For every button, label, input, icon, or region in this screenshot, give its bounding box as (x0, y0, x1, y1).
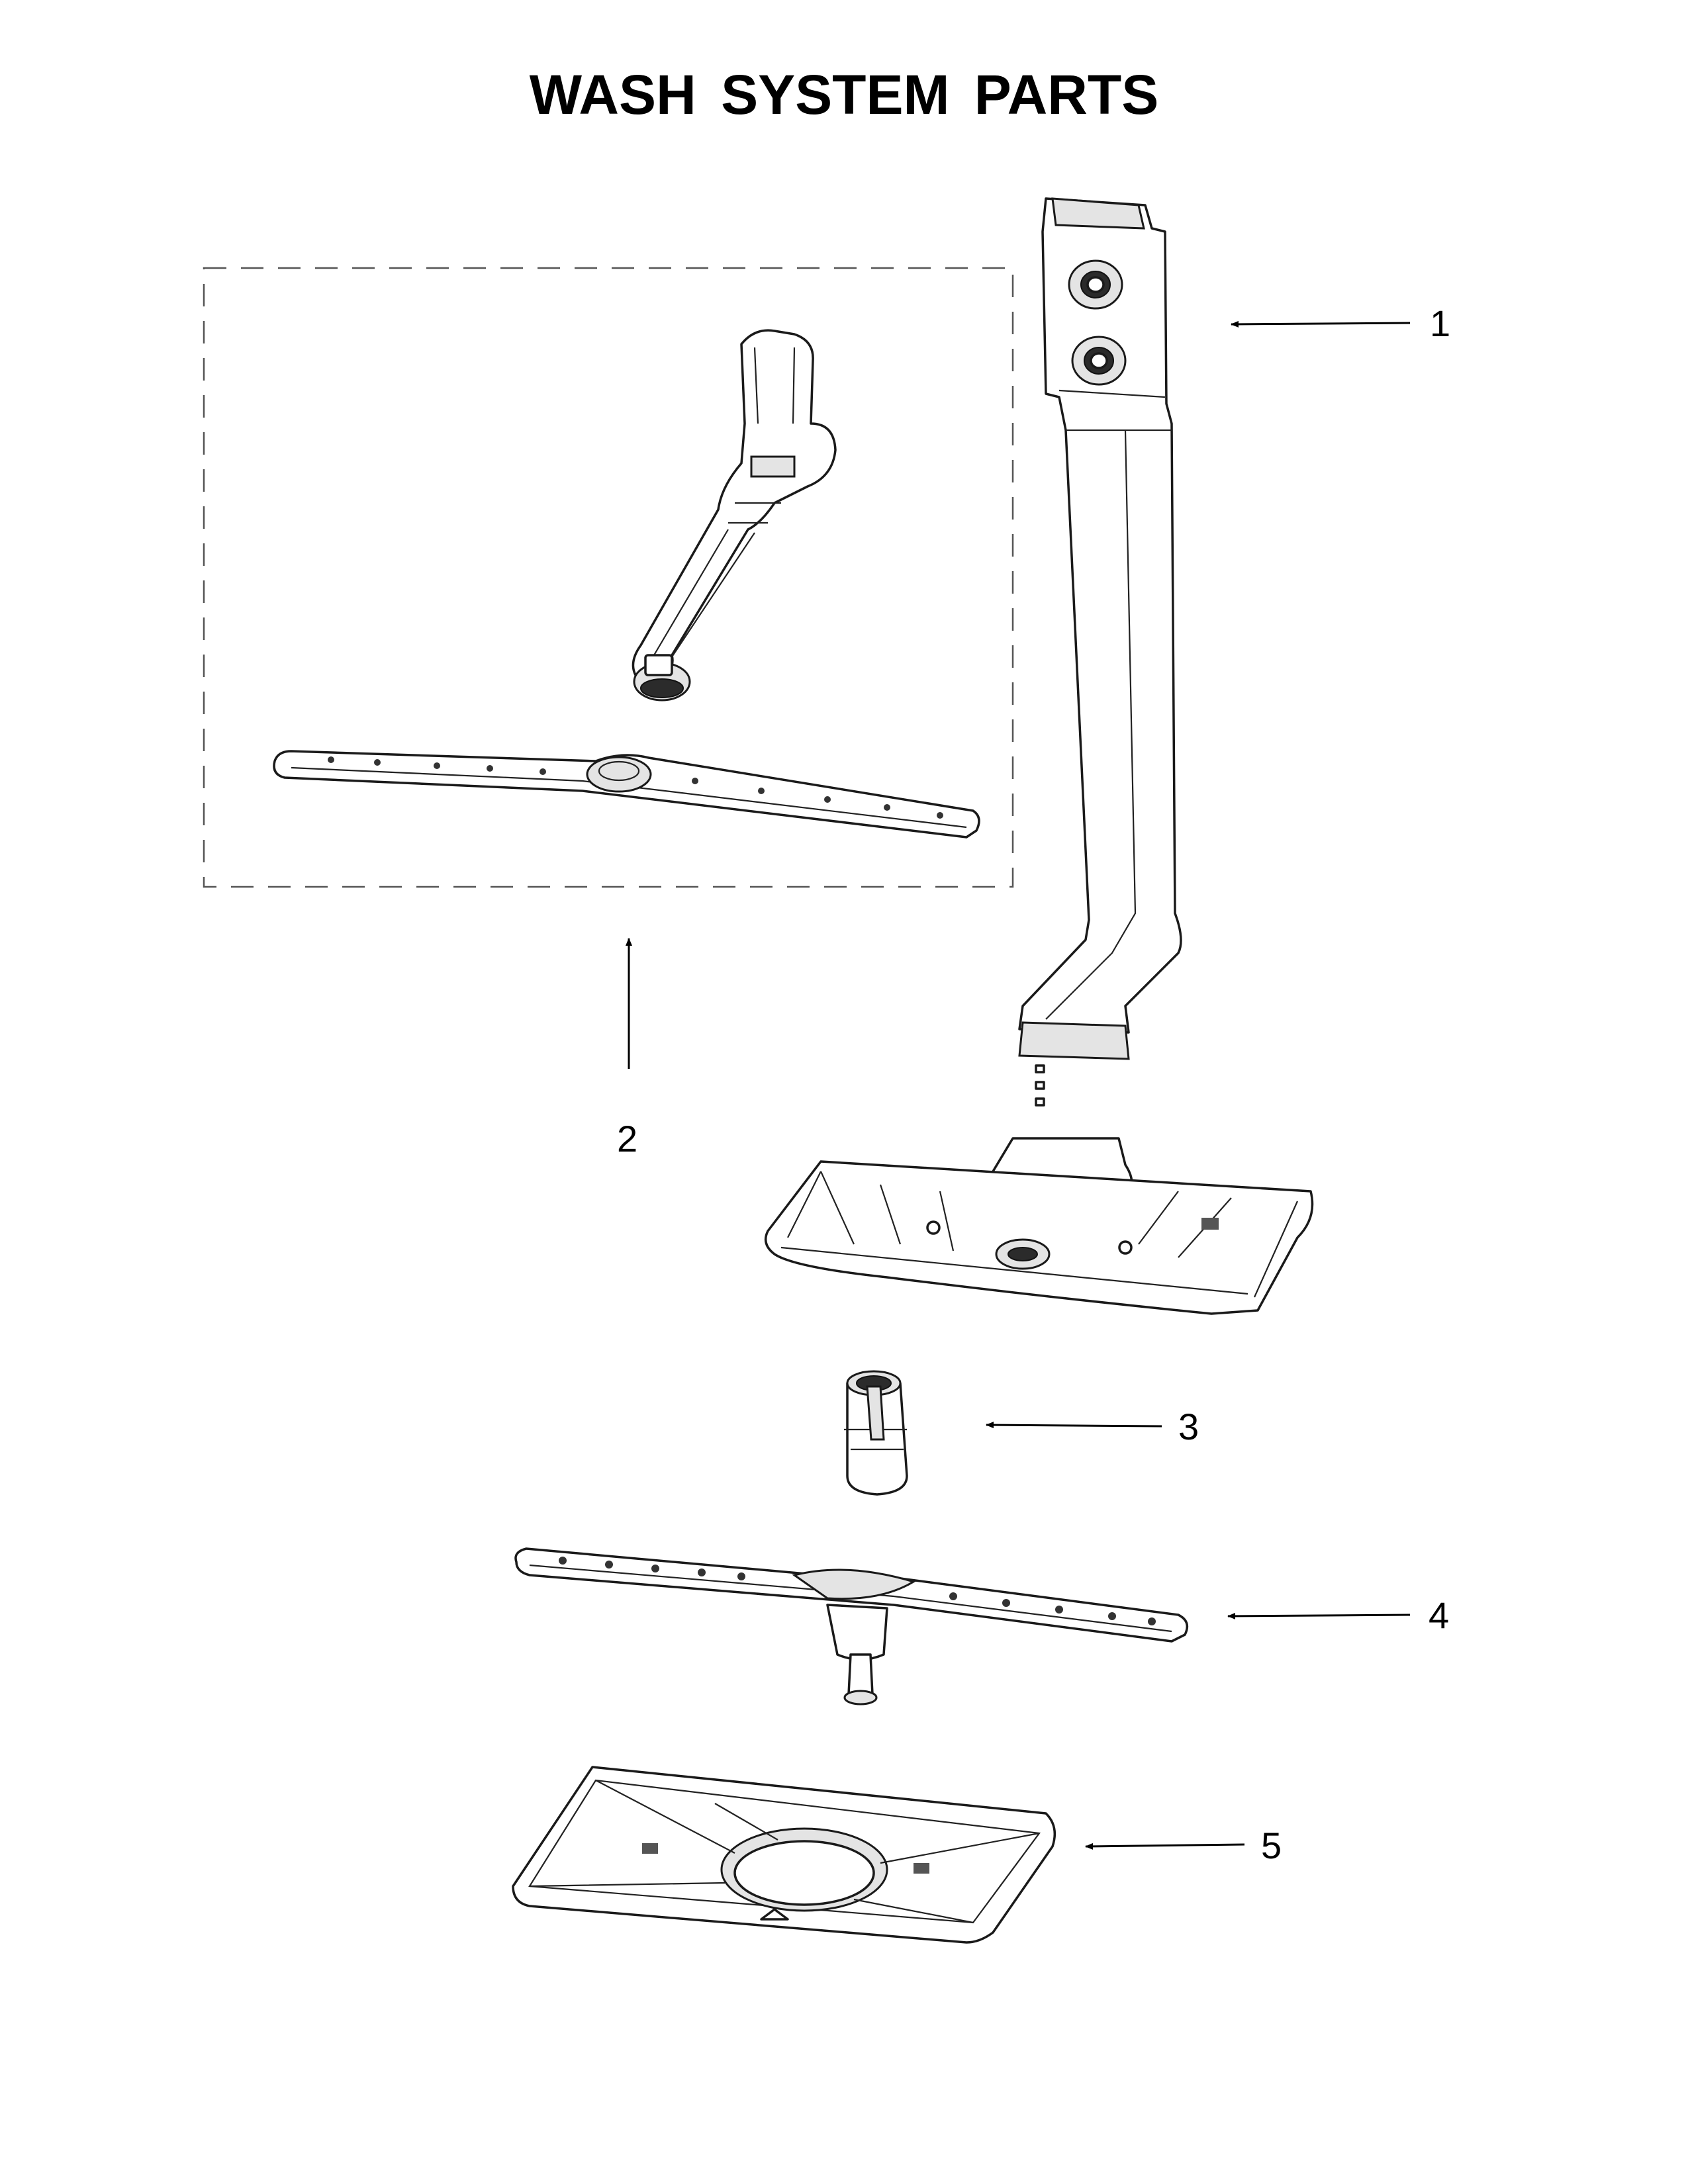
callout-label-3: 3 (1178, 1406, 1199, 1447)
callout-arrow-1 (1231, 320, 1411, 328)
assembly-2-dashed-box (203, 267, 1014, 888)
lower-spray-arm (514, 1547, 1189, 1706)
callout-label-4: 4 (1429, 1594, 1449, 1636)
callout-label-2: 2 (617, 1118, 637, 1160)
upper-spray-arm (273, 750, 980, 839)
conduit-base-tray (764, 1160, 1314, 1315)
main-water-conduit (987, 197, 1182, 1214)
upper-conduit-tube (632, 329, 837, 702)
callout-arrow-4 (1227, 1612, 1411, 1619)
lower-filter-tray (512, 1766, 1056, 1944)
callout-arrow-5 (1085, 1843, 1245, 1850)
callout-arrow-3 (986, 1422, 1162, 1429)
callout-label-1: 1 (1430, 302, 1450, 344)
page-title: WASH SYSTEM PARTS (529, 64, 1159, 126)
spray-arm-bearing (844, 1370, 908, 1496)
callout-label-5: 5 (1261, 1825, 1282, 1866)
